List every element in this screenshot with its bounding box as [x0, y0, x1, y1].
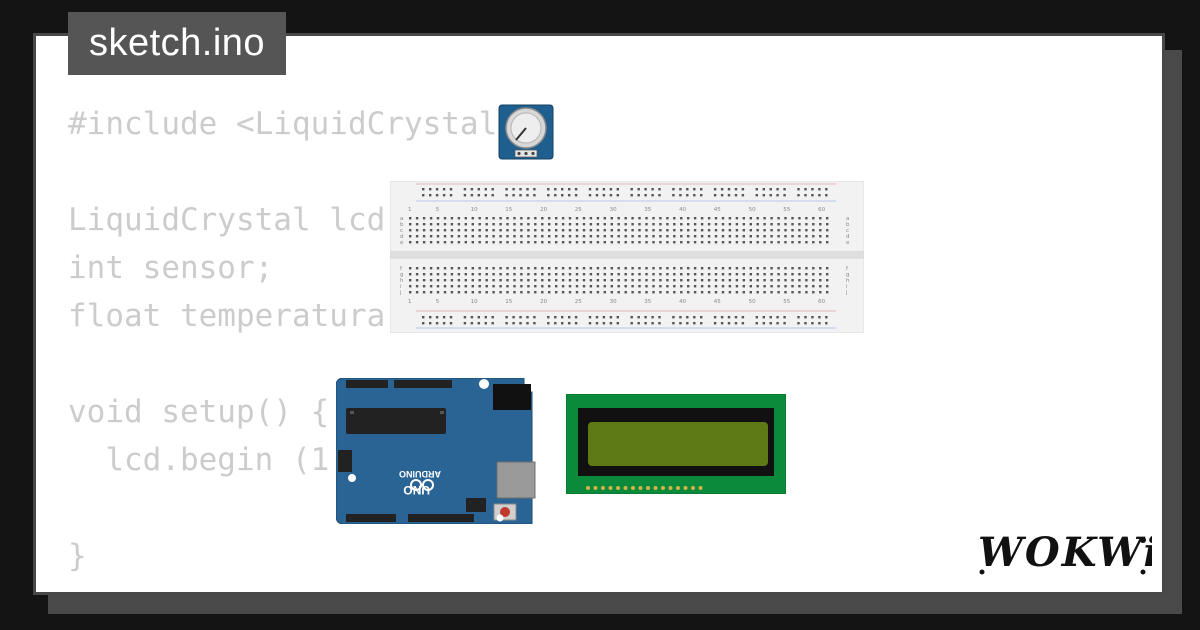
arduino-brand-label: ARDUINO	[399, 469, 441, 479]
breadboard-column-label: 1	[408, 207, 412, 213]
breadboard-column-label: 25	[575, 299, 582, 305]
breadboard-column-label: 35	[644, 207, 651, 213]
breadboard-row-label: g	[846, 272, 850, 278]
code-line: float temperatura	[68, 298, 386, 334]
breadboard-column-label: 60	[818, 299, 825, 305]
breadboard-column-label: 45	[714, 207, 721, 213]
breadboard-row-label: h	[400, 278, 404, 284]
breadboard-row-label: c	[400, 228, 403, 234]
breadboard-column-label: 5	[436, 299, 440, 305]
lcd-display[interactable]	[565, 393, 787, 498]
breadboard-column-label: 10	[471, 207, 478, 213]
lcd-screen	[588, 422, 768, 466]
breadboard-column-label: 20	[540, 207, 547, 213]
wokwi-logo-icon: WOKWi	[978, 529, 1159, 576]
breadboard-column-label: 45	[714, 299, 721, 305]
breadboard-column-label: 40	[679, 299, 686, 305]
breadboard-column-label: 40	[679, 207, 686, 213]
breadboard-row-label: f	[400, 266, 403, 272]
potentiometer-icon	[498, 104, 554, 160]
breadboard-column-label: 25	[575, 207, 582, 213]
breadboard-row-label: d	[846, 234, 850, 240]
arduino-board-graphic: ARDUINO UNO	[335, 377, 536, 525]
breadboard-column-label: 50	[749, 299, 756, 305]
breadboard-column-label: 55	[783, 207, 790, 213]
breadboard-row-label: f	[846, 266, 849, 272]
potentiometer[interactable]	[498, 104, 554, 164]
code-line: int sensor;	[68, 250, 274, 286]
breadboard-graphic: 1155101015152020252530303535404045455050…	[389, 180, 865, 334]
breadboard-column-label: 15	[505, 299, 512, 305]
breadboard-row-label: a	[846, 216, 849, 222]
breadboard-row-label: j	[845, 290, 848, 296]
breadboard-column-label: 1	[408, 299, 412, 305]
code-line: #include <LiquidCrystal.h>	[68, 106, 554, 142]
arduino-uno[interactable]: ARDUINO UNO	[335, 377, 536, 528]
code-line: lcd.begin (1	[68, 442, 330, 478]
breadboard-row-label: d	[400, 234, 404, 240]
breadboard-row-label: i	[846, 284, 848, 290]
breadboard-row-label: a	[400, 216, 403, 222]
breadboard-row-label: j	[399, 290, 402, 296]
breadboard-row-label: h	[846, 278, 850, 284]
breadboard-row-label: b	[400, 222, 404, 228]
breadboard-column-label: 15	[505, 207, 512, 213]
breadboard-row-label: e	[846, 240, 850, 246]
breadboard-column-label: 35	[644, 299, 651, 305]
file-tab[interactable]: sketch.ino	[68, 12, 286, 75]
breadboard-column-label: 30	[610, 207, 617, 213]
lcd-graphic	[565, 393, 787, 495]
code-line: }	[68, 538, 87, 574]
breadboard-column-label: 30	[610, 299, 617, 305]
breadboard-column-label: 50	[749, 207, 756, 213]
breadboard-row-label: g	[400, 272, 404, 278]
code-line: void setup() {	[68, 394, 330, 430]
breadboard-column-label: 10	[471, 299, 478, 305]
breadboard-column-label: 5	[436, 207, 440, 213]
breadboard-row-label: b	[846, 222, 850, 228]
breadboard-column-label: 60	[818, 207, 825, 213]
breadboard-column-label: 55	[783, 299, 790, 305]
breadboard-row-label: e	[400, 240, 404, 246]
code-line: LiquidCrystal lcd	[68, 202, 386, 238]
wokwi-logo-text: WOKWi	[978, 529, 1152, 576]
breadboard-row-label: i	[400, 284, 402, 290]
breadboard-column-label: 20	[540, 299, 547, 305]
breadboard-row-label: c	[846, 228, 849, 234]
wokwi-logo: WOKWi	[976, 528, 1159, 582]
